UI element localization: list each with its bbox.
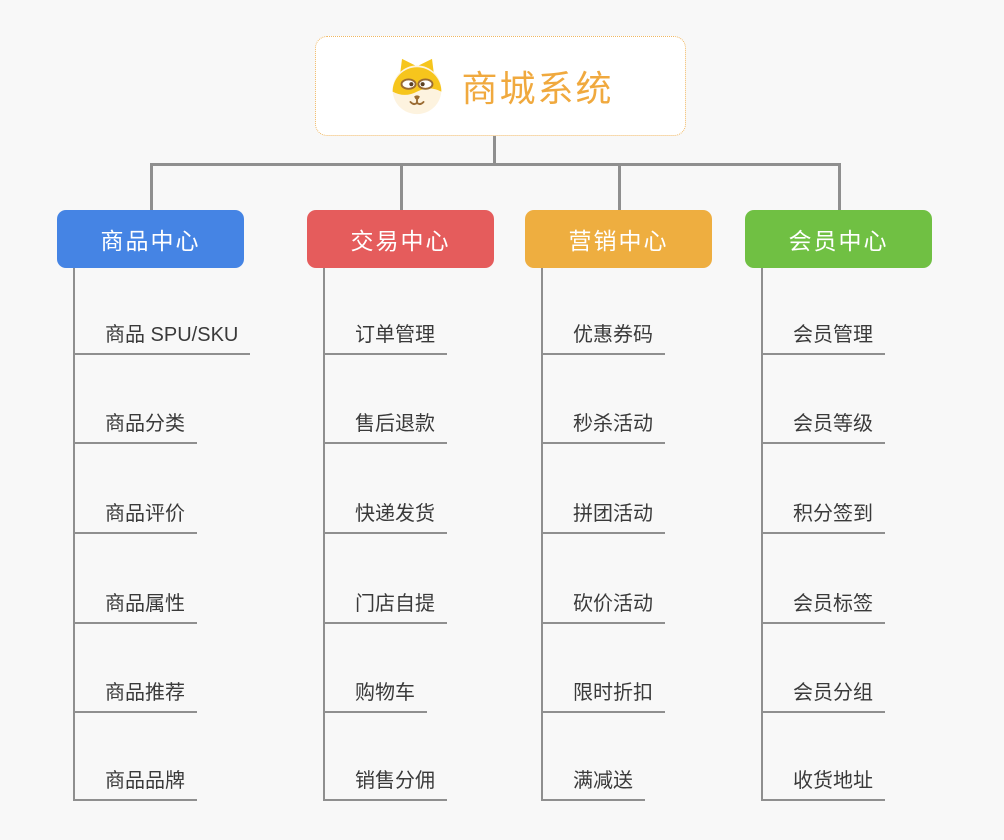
- child-topic[interactable]: 优惠券码: [541, 322, 665, 355]
- branch-node[interactable]: 交易中心: [307, 210, 494, 268]
- child-topic[interactable]: 商品 SPU/SKU: [73, 322, 251, 355]
- branch-label: 交易中心: [350, 228, 451, 254]
- column-line: [541, 268, 543, 801]
- child-topic[interactable]: 砍价活动: [541, 591, 665, 624]
- child-topic[interactable]: 会员等级: [761, 411, 885, 444]
- child-topic[interactable]: 会员管理: [761, 322, 885, 355]
- child-topic[interactable]: 收货地址: [761, 768, 885, 801]
- child-topic[interactable]: 快递发货: [323, 501, 447, 534]
- branch-drop-line: [399, 163, 403, 210]
- child-topic[interactable]: 售后退款: [323, 411, 447, 444]
- child-topic[interactable]: 商品属性: [73, 591, 197, 624]
- root-title: 商城系统: [461, 68, 614, 109]
- child-topic[interactable]: 会员标签: [761, 591, 885, 624]
- child-topic[interactable]: 满减送: [541, 768, 645, 801]
- branch-node[interactable]: 会员中心: [745, 210, 932, 268]
- shiba-dog-icon: [387, 56, 447, 116]
- root-node[interactable]: 商城系统: [315, 36, 686, 136]
- column-line: [323, 268, 325, 801]
- child-topic[interactable]: 商品评价: [73, 501, 197, 534]
- child-topic[interactable]: 订单管理: [323, 322, 447, 355]
- branch-node[interactable]: 商品中心: [57, 210, 244, 268]
- branch-label: 会员中心: [788, 228, 889, 254]
- branch-drop-line: [837, 163, 841, 210]
- child-topic[interactable]: 限时折扣: [541, 680, 665, 713]
- child-topic[interactable]: 商品分类: [73, 411, 197, 444]
- column-line: [73, 268, 75, 801]
- branch-node[interactable]: 营销中心: [525, 210, 712, 268]
- child-topic[interactable]: 会员分组: [761, 680, 885, 713]
- child-topic[interactable]: 秒杀活动: [541, 411, 665, 444]
- bus-line: [149, 163, 841, 166]
- root-stem-line: [493, 136, 496, 166]
- child-topic[interactable]: 门店自提: [323, 591, 447, 624]
- child-topic[interactable]: 积分签到: [761, 501, 885, 534]
- branch-drop-line: [149, 163, 153, 210]
- branch-drop-line: [617, 163, 621, 210]
- child-topic[interactable]: 销售分佣: [323, 768, 447, 801]
- child-topic[interactable]: 商品品牌: [73, 768, 197, 801]
- child-topic[interactable]: 购物车: [323, 680, 427, 713]
- column-line: [761, 268, 763, 801]
- branch-label: 营销中心: [568, 228, 669, 254]
- child-topic[interactable]: 商品推荐: [73, 680, 197, 713]
- branch-label: 商品中心: [100, 228, 201, 254]
- child-topic[interactable]: 拼团活动: [541, 501, 665, 534]
